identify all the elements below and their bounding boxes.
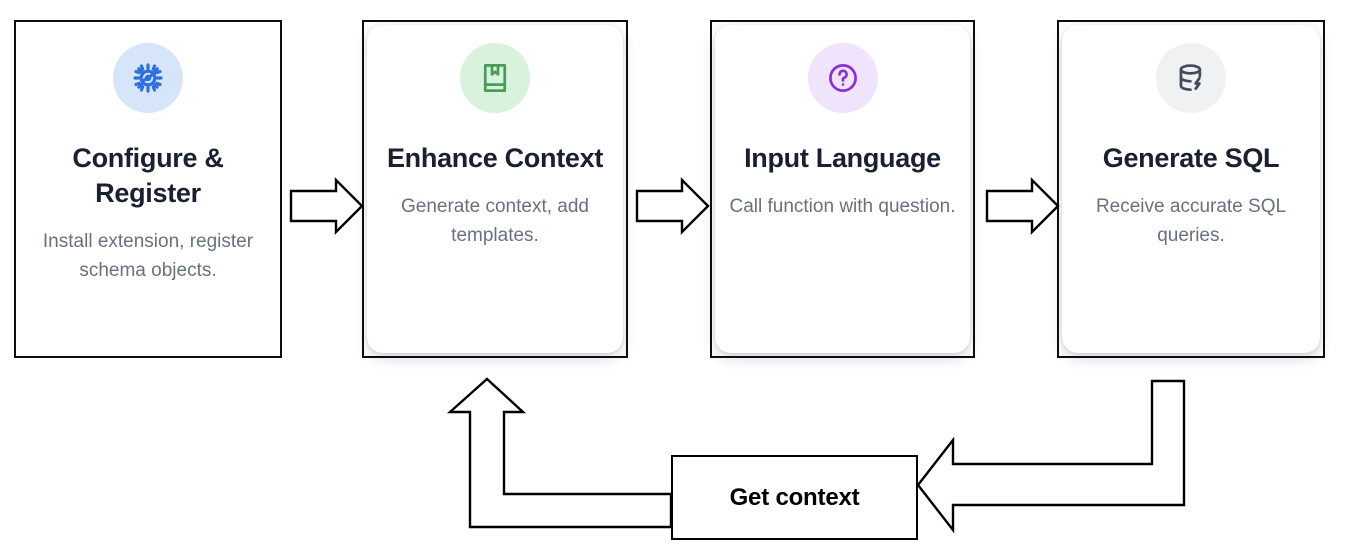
step-card-input-language[interactable]: Input Language Call function with questi… — [710, 20, 975, 358]
step-title: Enhance Context — [386, 143, 604, 173]
step-description: Receive accurate SQL queries. — [1095, 196, 1287, 246]
step-card-body: Input Language Call function with questi… — [715, 25, 970, 353]
get-context-label: Get context — [729, 483, 860, 511]
step-card-enhance-context[interactable]: Enhance Context Generate context, add te… — [362, 20, 628, 358]
arrow-getcontext-to-enhance-icon — [446, 377, 673, 529]
gear-icon — [113, 43, 183, 113]
arrow-enhance-to-input-icon — [635, 177, 710, 235]
question-circle-icon — [807, 43, 878, 113]
step-title: Generate SQL — [1102, 143, 1280, 173]
arrow-input-to-generate-icon — [985, 177, 1060, 235]
step-description: Generate context, add templates. — [400, 196, 589, 246]
step-card-generate-sql[interactable]: Generate SQL Receive accurate SQL querie… — [1057, 20, 1325, 358]
step-card-body: Enhance Context Generate context, add te… — [367, 25, 623, 353]
step-card-body: Configure & Register Install extension, … — [19, 25, 277, 353]
arrow-generate-to-getcontext-icon — [916, 379, 1186, 534]
step-description: Call function with question. — [729, 196, 956, 218]
step-description: Install extension, register schema objec… — [42, 231, 254, 282]
step-card-configure-register[interactable]: Configure & Register Install extension, … — [14, 20, 282, 358]
get-context-node[interactable]: Get context — [671, 455, 918, 540]
step-title: Input Language — [744, 143, 941, 173]
step-card-body: Generate SQL Receive accurate SQL querie… — [1062, 25, 1320, 353]
database-bolt-icon — [1156, 43, 1226, 113]
step-title: Configure & Register — [72, 143, 224, 209]
book-bookmark-icon — [460, 43, 530, 113]
arrow-configure-to-enhance-icon — [289, 177, 364, 235]
